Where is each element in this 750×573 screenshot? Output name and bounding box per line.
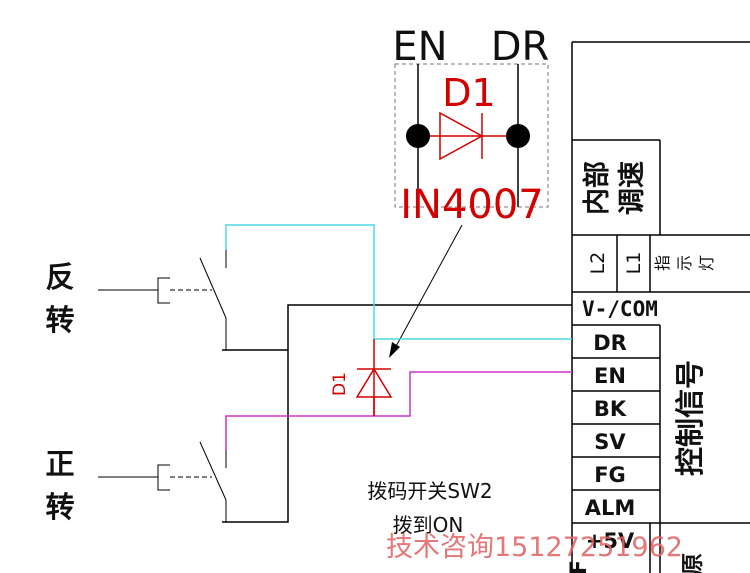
terminal-en: EN [594, 364, 626, 388]
dip-switch-note-1: 拨码开关SW2 [367, 479, 492, 503]
indicator-char-2: 示 [675, 255, 694, 271]
inset-dr-node [506, 124, 530, 148]
indicator-label: 指 示 灯 [653, 255, 716, 271]
inset-diode-label: D1 [442, 71, 495, 115]
panel-labels: 内部 调速 L2 L1 指 示 灯 V-/COM DR EN BK SV FG … [567, 161, 716, 573]
forward-switch[interactable] [98, 441, 227, 522]
forward-label-2: 转 [45, 490, 74, 524]
dip-switch-note-2: 拨到ON [393, 513, 464, 537]
inset-en-label: EN [392, 24, 447, 70]
bottom-partial-left: F [567, 560, 592, 573]
internal-speed-label-2: 调速 [617, 161, 648, 215]
control-signals-label: 控制信号 [673, 360, 707, 476]
inset-dr-label: DR [491, 24, 550, 70]
reverse-label-1: 反 [45, 260, 74, 294]
l1-label: L1 [623, 252, 645, 275]
circuit-diode-label: D1 [330, 372, 350, 396]
terminal-dr: DR [593, 331, 627, 355]
terminal-panel [571, 41, 750, 573]
wire-dr[interactable] [225, 224, 572, 340]
inset-diode-symbol [439, 111, 484, 161]
leader-arrow [389, 224, 463, 358]
terminal-alm: ALM [585, 496, 636, 520]
reverse-label-2: 转 [45, 303, 74, 337]
terminal-fg: FG [594, 463, 626, 487]
l2-label: L2 [587, 252, 609, 275]
terminal-5v: +5V [586, 529, 635, 553]
internal-speed-label-1: 内部 [581, 161, 613, 215]
terminal-bk: BK [594, 397, 627, 421]
inset-frame [394, 63, 549, 208]
indicator-char-1: 指 [653, 255, 672, 271]
contact-watermark: 技术咨询15127251962 [386, 532, 683, 563]
circuit-diode [355, 339, 393, 416]
bottom-partial-right: 原 [681, 553, 706, 573]
wire-en[interactable] [225, 371, 572, 450]
inset-diode-part: IN4007 [400, 182, 544, 228]
diode-inset: EN DR D1 IN4007 [392, 24, 549, 228]
reverse-switch[interactable] [98, 250, 227, 350]
wires [222, 224, 572, 523]
inset-en-node [406, 124, 430, 148]
indicator-char-3: 灯 [697, 255, 716, 271]
terminal-sv: SV [594, 430, 626, 454]
terminal-v-com: V-/COM [582, 297, 658, 321]
wire-com [222, 304, 572, 523]
forward-label-1: 正 [45, 447, 74, 481]
